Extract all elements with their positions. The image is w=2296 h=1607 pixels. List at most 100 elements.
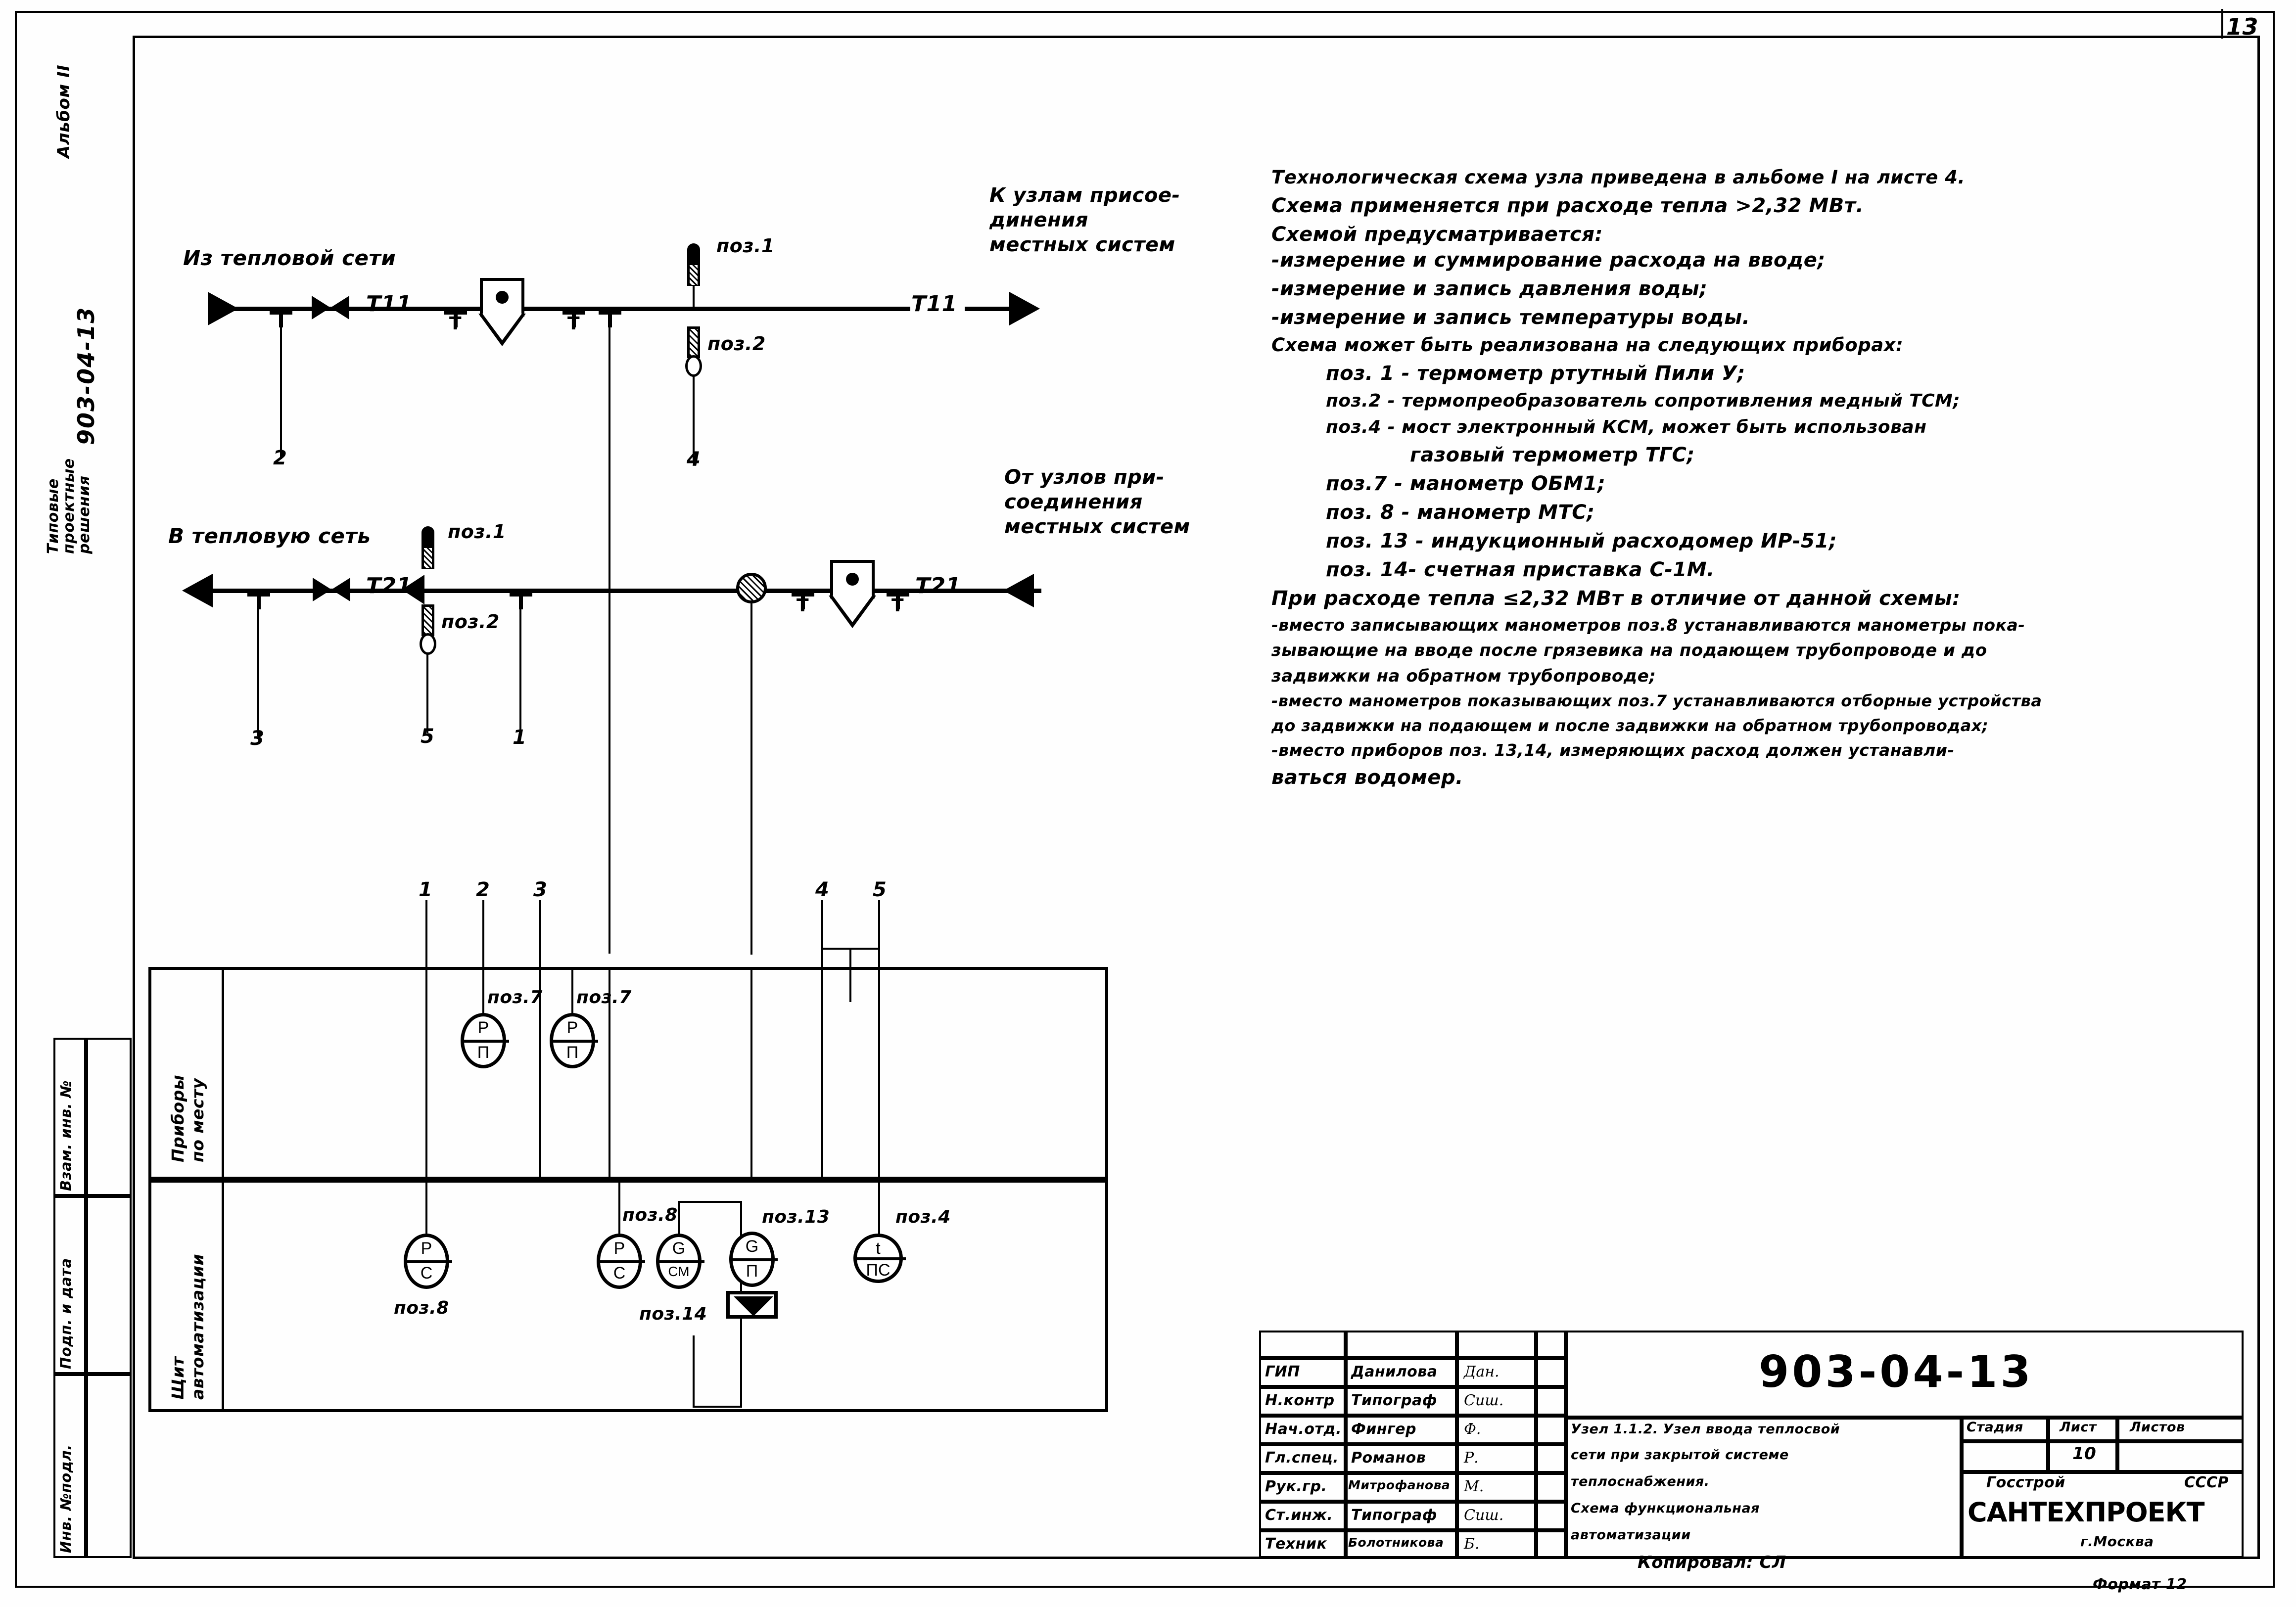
carry-line-1 (425, 967, 427, 1180)
label-to-nodes-l2: динения (989, 209, 1088, 231)
note-item-3: газовый термометр ТГС; (1410, 444, 1695, 467)
tb-org-cell (1962, 1472, 2244, 1558)
note-tail-0: При расходе тепла ≤2,32 МВт в отличие от… (1271, 587, 1961, 610)
callout-flow-13: поз.13 (762, 1207, 830, 1227)
bubble-13-bottom: П (746, 1262, 758, 1281)
panel-riser-1 (425, 900, 427, 969)
tb-name-2: Фингер (1351, 1421, 1416, 1438)
tb-role-0: ГИП (1265, 1363, 1300, 1380)
label-from-nodes: От узлов при- соединения местных систем (1004, 465, 1190, 539)
pipe-tag-t21-left: Т21 (366, 573, 412, 598)
dirt-trap-supply (478, 278, 526, 346)
tb-row-1 (1259, 1387, 1566, 1416)
stamp-box-6 (86, 1374, 132, 1558)
tee-letter-supply-a: Т (449, 314, 462, 334)
note-tail-2: зывающие на вводе после грязевика на под… (1271, 640, 1987, 660)
thermometer-return (420, 526, 436, 582)
tb-sign-1: Сиш. (1464, 1392, 1504, 1409)
bubble-8b-bottom: С (613, 1264, 626, 1283)
note-line-2: Схемой предусматривается: (1271, 223, 1603, 246)
note-tail-7: ваться водомер. (1271, 766, 1463, 789)
label-supply-from: Из тепловой сети (183, 246, 396, 270)
note-tail-3: задвижки на обратном трубопроводе; (1271, 666, 1656, 686)
stamp-box-5 (86, 1196, 132, 1374)
tb-drawing-number: 903-04-13 (1759, 1346, 2034, 1397)
bubble-7a-top: Р (477, 1018, 489, 1037)
tb-name-4: Митрофанова (1348, 1478, 1451, 1492)
callout-counter-14: поз.14 (639, 1304, 707, 1324)
panel-automation-label: Щит автоматизации (168, 1254, 207, 1400)
bubble-manometer-7b: Р П (550, 1013, 598, 1068)
panel-automation-label-l2: автоматизации (187, 1253, 207, 1400)
bubble-p7b-lead (571, 969, 573, 1014)
bubble-4-bottom: ПС (866, 1261, 890, 1280)
note-item-0: поз. 1 - термометр ртутный Пили У; (1326, 362, 1745, 385)
panel-signal-number-5: 5 (873, 878, 887, 901)
page-number: 13 (2226, 13, 2259, 40)
return-inlet-arrow (1003, 574, 1034, 607)
note-item-6: поз. 13 - индукционный расходомер ИР-51; (1326, 530, 1837, 553)
tb-sign-0: Дан. (1464, 1363, 1499, 1380)
stamp-box-3 (53, 1374, 86, 1558)
bubble-flow-13: G П (729, 1232, 778, 1287)
tee-letter-return-d: Т (891, 596, 904, 616)
tb-role-2: Нач.отд. (1265, 1421, 1342, 1438)
tb-role-5: Ст.инж. (1265, 1507, 1333, 1524)
tee-letter-return-c: Т (797, 596, 809, 616)
carry-line-trunk (609, 967, 610, 1180)
label-to-nodes-l3: местных систем (989, 233, 1175, 256)
tb-sheets-header-cell (2117, 1418, 2244, 1441)
counter-link-top (678, 1201, 742, 1203)
note-line-5: -измерение и запись температуры воды. (1271, 306, 1750, 329)
panel-automation-label-l1: Щит (168, 1356, 187, 1400)
album-label: Альбом II (54, 64, 74, 158)
tb-row-3 (1259, 1444, 1566, 1473)
label-from-nodes-l3: местных систем (1004, 515, 1190, 538)
tb-name-1: Типограф (1351, 1392, 1437, 1409)
note-line-0: Технологическая схема узла приведена в а… (1271, 167, 1965, 188)
counter-link-bottom (693, 1406, 742, 1408)
tb-org-top: Госстрой (1986, 1474, 2065, 1491)
note-item-7: поз. 14- счетная приставка С-1М. (1326, 558, 1715, 582)
note-item-2: поз.4 - мост электронный КСМ, может быть… (1326, 417, 1927, 438)
carry-line-flow (750, 967, 752, 1180)
return-pipe-2 (764, 589, 1041, 593)
panel-signal-number-1: 1 (419, 878, 433, 901)
supply-outlet-arrow (1009, 292, 1040, 325)
panel-riser-2 (482, 900, 484, 969)
bubble-counter-14: G СМ (656, 1234, 704, 1289)
note-line-1: Схема применяется при расходе тепла >2,3… (1271, 194, 1864, 217)
tb-sign-6: Б. (1464, 1535, 1480, 1553)
tb-row-2 (1259, 1416, 1566, 1444)
panel-local-label: Приборы по месту (168, 1075, 207, 1162)
tb-sheet-header: Лист (2060, 1420, 2097, 1435)
callout-rtd-supply: поз.2 (707, 333, 766, 355)
stamp-box-2 (53, 1196, 86, 1374)
note-tail-4: -вместо манометров показывающих поз.7 ус… (1271, 691, 2042, 711)
panel-riser-5 (878, 900, 880, 969)
flow-primary-element (736, 573, 767, 603)
thermometer-supply-stem (693, 286, 695, 309)
panel-riser-4 (821, 900, 823, 969)
return-gate-valve (313, 578, 350, 601)
tb-name-5: Типограф (1351, 1507, 1437, 1524)
panel-signal-number-3: 3 (533, 878, 548, 901)
tb-org-city: г.Москва (2080, 1533, 2154, 1550)
tb-title-line-3: Схема функциональная (1571, 1501, 1760, 1516)
bubble-p8a-lead (425, 1182, 427, 1237)
label-from-nodes-l1: От узлов при- (1004, 466, 1165, 489)
tb-stage-value-cell (1962, 1441, 2048, 1472)
panel-local-divider (222, 967, 224, 1180)
notes-block: Технологическая схема узла приведена в а… (1271, 168, 2211, 796)
return-signal-line-1 (519, 593, 521, 735)
panel-signal-number-4: 4 (815, 878, 830, 901)
note-line-4: -измерение и запись давления воды; (1271, 277, 1708, 300)
panel-signal-number-2: 2 (476, 878, 490, 901)
tb-country: СССР (2184, 1474, 2229, 1491)
panel-automation-divider (222, 1180, 224, 1412)
flow-primary-line (750, 603, 752, 955)
label-to-nodes: К узлам присое- динения местных систем (989, 183, 1180, 257)
sheet-border-inner (133, 36, 2260, 1559)
rtd-supply-line (693, 376, 695, 461)
return-flow-arrow (402, 575, 424, 604)
